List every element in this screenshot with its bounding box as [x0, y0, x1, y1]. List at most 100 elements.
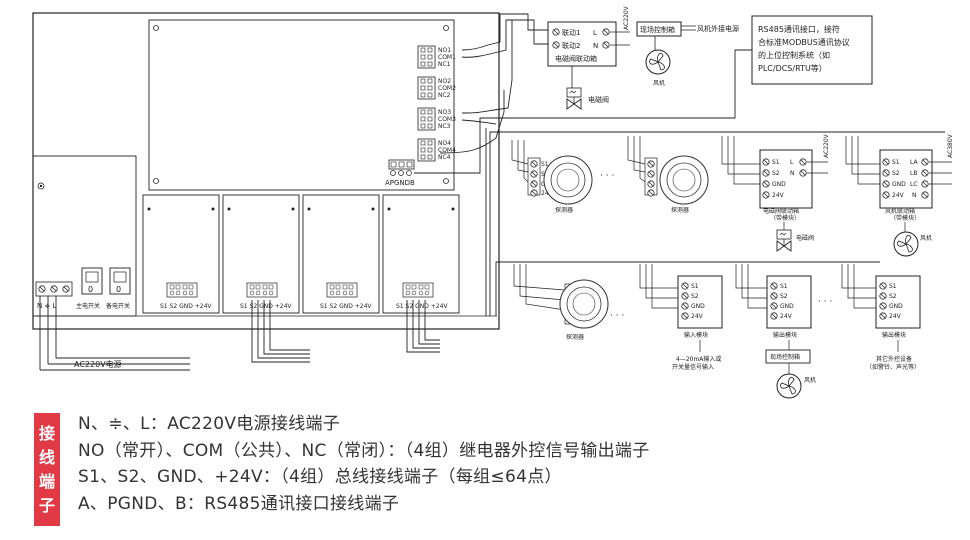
rs485-note: RS485通讯接口，接符 合标准MODBUS通讯协议 的上位控制系统（如 PLC… [414, 15, 873, 174]
relay3-nc: NC3 [438, 123, 451, 130]
row1-devices: S1 S2 GND 24V 探测器 · · · S1 S2 GND 24V 探测… [511, 133, 954, 257]
legend-lines: N、≑、L：AC220V电源接线端子 NO（常开）、COM（公共）、NC（常闭）… [78, 411, 650, 517]
terminal-tag: 接 线 端 子 [34, 413, 60, 526]
detector-icon [659, 155, 709, 205]
label-row2-terms-2: GND [691, 303, 705, 310]
label-row2-output_module: 输出模块 [882, 331, 906, 339]
legend-line-rs485: A、PGND、B：RS485通讯接口接线端子 [78, 493, 400, 514]
fan-label: 风机 [653, 79, 665, 87]
relay3-com: COM3 [438, 116, 456, 123]
ac220-power-label: AC220V电源 [74, 359, 122, 369]
row2-devices: S1 S2 GND 24V 探测器 · · · S1 S2 GND 24V 输入… [513, 264, 921, 399]
label-row1-terms-3: 24V [892, 192, 905, 199]
label-row2-terms-0: S1 [780, 283, 788, 290]
row1-bus [485, 128, 945, 316]
label-row1-terms-1: S2 [772, 170, 780, 177]
note-line-3: 的上位控制系统（如 [758, 50, 830, 60]
bus-label-4: S1 S2 GND +24V [396, 303, 448, 310]
label-row1-valve_box-ac: AC220V [823, 133, 830, 158]
tag-char-4: 子 [38, 495, 55, 515]
solenoid-linkage-box-top: 联动1 联动2 L N 电磁阀联动箱 AC220V 电磁阀 [547, 5, 630, 110]
label-row2-input_note-1: 开关量信号输入 [672, 363, 714, 371]
power-terminal-label: N ≑ L [37, 302, 57, 310]
field-control-top: 现场控制箱 风机外接电源 风机 [636, 21, 739, 87]
relay-wires [439, 13, 548, 154]
bus-label-1: S1 S2 GND +24V [160, 303, 212, 310]
label-row1-terms-3: 24V [541, 190, 554, 197]
relay3-no: NO3 [438, 109, 451, 116]
solenoid-valve-icon-2 [776, 229, 792, 252]
label-row1-fan_box-ac: AC380V [947, 133, 954, 158]
valve-label: 电磁阀 [588, 95, 609, 104]
label-row2-input_note-0: 4—20mA输入或 [676, 355, 721, 363]
input-module-label: 输入模块 [684, 331, 708, 339]
label-row1-valve_box-l: L [790, 159, 794, 166]
label-row1-fan_box-n: N [912, 192, 917, 199]
label-row1-terms-3: 24V [772, 192, 785, 199]
label-row1-fan_box-lb: LB [910, 170, 917, 177]
label-row1-terms-2: GND [892, 181, 906, 188]
label-row2-dots: · · · [610, 311, 624, 321]
label-row2-dots: · · · [818, 297, 832, 307]
label-row1-dots: · · · [600, 171, 614, 181]
label-row1-valve_box-valve: 电磁阀 [796, 234, 814, 242]
label-row2-terms-2: GND [889, 303, 903, 310]
label-row1-terms-0: S1 [541, 161, 549, 168]
main-switch-state: 0 [88, 285, 93, 294]
relay1-no: NO1 [438, 47, 451, 54]
note-line-4: PLC/DCS/RTU等） [758, 63, 827, 73]
label-row1-valve_box-sub: （带模块） [770, 214, 800, 222]
bus-modules: S1 S2 GND +24V S1 S2 GND +24V S1 S2 GND … [142, 194, 460, 314]
label-row2-terms-1: S2 [780, 293, 788, 300]
label-row1-terms-1: S2 [892, 170, 900, 177]
label-row1-valve_box-n: N [790, 170, 795, 177]
label-row1-terms-2: GND [772, 181, 786, 188]
bus-label-2: S1 S2 GND +24V [240, 303, 292, 310]
valve-box-title: 电磁阀联动箱 [763, 207, 799, 215]
fan-icon-3 [776, 373, 802, 399]
tag-char-3: 端 [38, 471, 55, 491]
legend-line-relay: NO（常开）、COM（公共）、NC（常闭）：（4组）继电器外控信号输出端子 [78, 440, 650, 461]
backup-switch-label: 备电开关 [106, 302, 130, 310]
link-n: N [593, 42, 598, 50]
relay1-com: COM1 [438, 54, 456, 61]
label-row2-detector: 探测器 [566, 333, 584, 341]
wiring-diagram: NO1 COM1 NC1 NO2 COM2 NC2 NO3 COM3 NC3 [32, 5, 954, 399]
detector-label: 探测器 [555, 206, 573, 214]
relay4-nc: NC4 [438, 154, 451, 161]
label-row1-fan_box-sub: （带模块） [890, 214, 920, 222]
label-row2-terms-3: 24V [889, 313, 902, 320]
label-row2-terms-3: 24V [780, 313, 793, 320]
relay4-com: COM4 [438, 147, 456, 154]
legend-line-bus: S1、S2、GND、+24V：（4组）总线接线端子（每组≤64点） [78, 467, 562, 487]
tag-char-1: 接 [38, 423, 55, 443]
field-box-label: 现场控制箱 [640, 25, 675, 34]
backup-switch-state: 0 [116, 285, 121, 294]
label-row1-fan_box-lc: LC [910, 181, 918, 188]
note-line-2: 合标准MODBUS通讯协议 [758, 37, 850, 47]
row2-bus [495, 261, 880, 316]
label-row2-terms-0: S1 [691, 283, 699, 290]
label-row1-detector: 探测器 [671, 206, 689, 214]
label-row1-fan_box-la: LA [910, 159, 918, 166]
controller-panel [32, 12, 500, 330]
relay2-no: NO2 [438, 78, 451, 85]
label-row1-terms-0: S1 [892, 159, 900, 166]
main-switch-label: 主电开关 [76, 302, 100, 310]
link-in1: 联动1 [562, 28, 580, 37]
label-row2-terms-1: S2 [889, 293, 897, 300]
fan-icon-2 [893, 231, 919, 257]
detector-icon [559, 279, 609, 329]
label-row1-terms-0: S1 [772, 159, 780, 166]
link-l: L [593, 29, 597, 37]
note-line-1: RS485通讯接口，接符 [758, 24, 840, 34]
fan-box-title: 风机联动箱 [885, 207, 915, 215]
bus-label-3: S1 S2 GND +24V [320, 303, 372, 310]
bus-wires-2 [251, 300, 440, 363]
relay2-com: COM2 [438, 85, 456, 92]
label-row2-terms-2: GND [780, 303, 794, 310]
link-ac: AC220V [623, 5, 630, 30]
rs485-terminal: APGNDB [385, 159, 415, 187]
label-row2-other_note-1: （如警铃、声光等） [866, 363, 920, 371]
rs485-label: APGNDB [385, 179, 415, 187]
